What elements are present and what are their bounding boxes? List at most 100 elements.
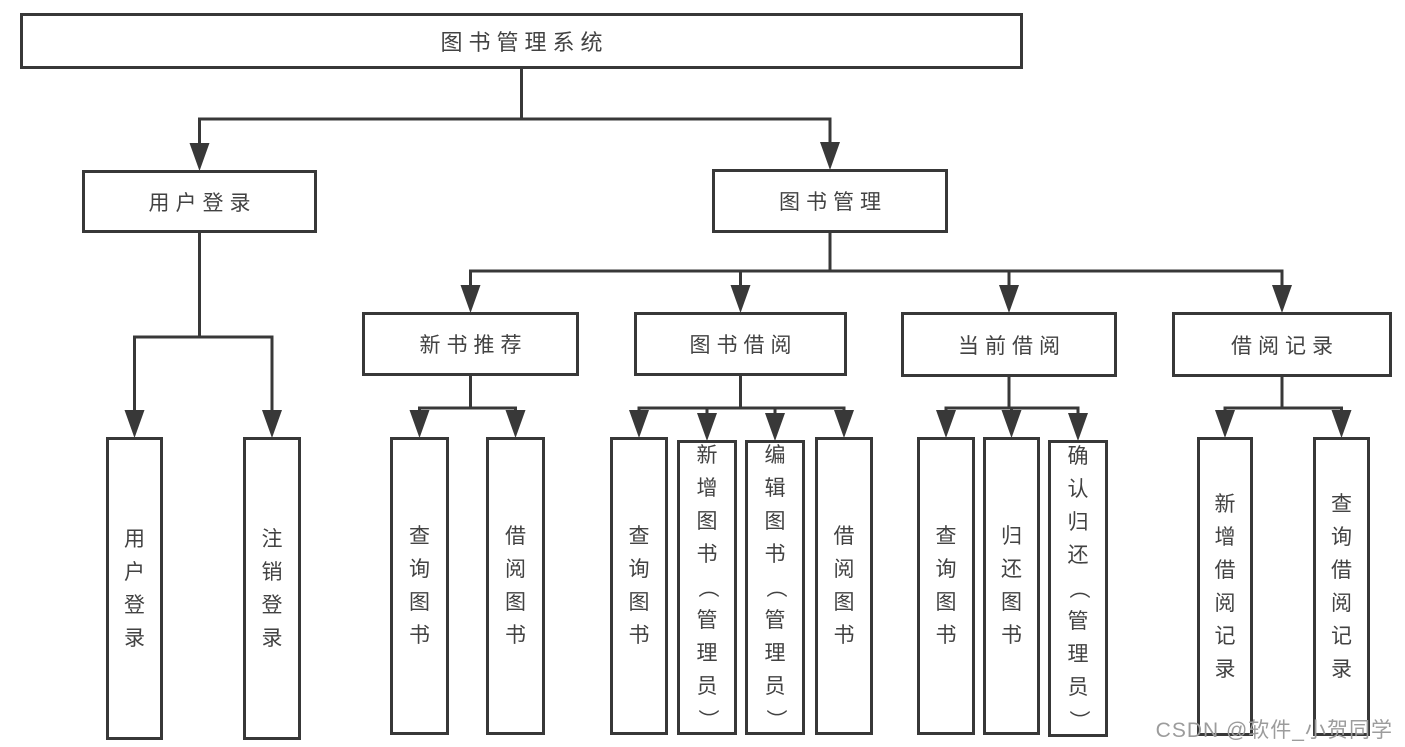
label-char: 员 (1067, 676, 1089, 699)
diagram-node-br-add: 新增借阅记录 (1197, 437, 1253, 736)
node-label: 图书管理 (779, 191, 887, 214)
node-label: 查询图书 (920, 440, 972, 732)
node-label: 借阅图书 (818, 440, 870, 732)
diagram-node-bb-edit: 编辑图书（管理员） (745, 440, 805, 735)
label-char: 图 (935, 591, 957, 614)
label-char: ） (695, 709, 719, 730)
diagram-node-cb-query: 查询图书 (917, 437, 975, 735)
label-char: 图 (696, 510, 718, 533)
label-char: 登 (261, 593, 283, 617)
label-char: 查 (935, 525, 957, 548)
label-char: ） (1066, 710, 1090, 731)
label-char: （ (763, 577, 787, 598)
node-label: 编辑图书（管理员） (748, 443, 802, 732)
label-char: 还 (1067, 544, 1089, 567)
node-label: 图书管理系统 (440, 30, 609, 55)
diagram-node-br-query: 查询借阅记录 (1313, 437, 1370, 736)
label-char: 书 (409, 624, 430, 647)
node-label: 归还图书 (986, 440, 1037, 732)
label-char: 辑 (764, 477, 786, 500)
label-char: 书 (505, 624, 526, 647)
label-char: 询 (628, 558, 650, 581)
label-char: 查 (409, 525, 430, 548)
label-char: 图 (409, 591, 430, 614)
label-char: 销 (261, 560, 283, 584)
node-label: 借阅记录 (1231, 334, 1339, 358)
label-char: 管 (764, 609, 786, 632)
diagram-node-cb-return: 归还图书 (983, 437, 1040, 735)
label-char: 记 (1214, 624, 1236, 648)
label-char: 管 (1067, 610, 1089, 633)
label-char: 查 (628, 525, 650, 548)
label-char: 书 (696, 543, 718, 566)
diagram-node-current-borrow: 当前借阅 (901, 312, 1117, 377)
node-label: 新增借阅记录 (1200, 440, 1250, 733)
label-char: 管 (696, 609, 718, 632)
label-char: 新 (1214, 492, 1236, 516)
label-char: 户 (124, 560, 145, 584)
label-char: 登 (124, 593, 145, 617)
label-char: 图 (764, 510, 786, 533)
label-char: 图 (505, 591, 526, 614)
label-char: 书 (1001, 624, 1022, 647)
node-label: 查询借阅记录 (1316, 440, 1367, 733)
node-label: 当前借阅 (958, 334, 1066, 358)
label-char: 用 (124, 527, 145, 551)
diagram-node-bb-query: 查询图书 (610, 437, 668, 735)
label-char: 借 (833, 525, 855, 548)
diagram-node-new-book-rec: 新书推荐 (362, 312, 579, 376)
node-label: 确认归还（管理员） (1051, 443, 1105, 734)
label-char: 书 (935, 624, 957, 647)
label-char: 理 (1067, 643, 1089, 666)
diagram-node-root: 图书管理系统 (20, 13, 1023, 69)
label-char: 录 (1214, 657, 1236, 681)
label-char: 员 (764, 675, 786, 698)
label-char: 书 (764, 543, 786, 566)
label-char: 确 (1067, 445, 1089, 468)
label-char: 记 (1331, 624, 1352, 648)
node-label: 新增图书 （ 管理员 ） (680, 443, 734, 732)
node-label: 借阅图书 (489, 440, 542, 732)
label-char: 询 (409, 558, 430, 581)
node-label: 图书借阅 (689, 334, 798, 357)
label-char: 查 (1331, 492, 1352, 516)
label-char: 录 (261, 626, 283, 650)
label-char: 图 (833, 591, 855, 614)
label-char: 新 (696, 444, 718, 467)
diagram-node-book-borrow: 图书借阅 (634, 312, 847, 376)
label-char: 书 (833, 624, 855, 647)
label-char: 还 (1001, 558, 1022, 581)
label-char: 增 (696, 477, 718, 500)
node-label: 查询图书 (393, 440, 446, 732)
diagram-node-bb-borrow: 借阅图书 (815, 437, 873, 735)
label-char: 询 (1331, 525, 1352, 549)
label-char: 理 (696, 642, 718, 665)
label-char: 图 (628, 591, 650, 614)
label-char: 书 (628, 624, 650, 647)
diagram-node-cb-confirm: 确认归还（管理员） (1048, 440, 1108, 737)
label-char: 员 (696, 675, 718, 698)
label-char: 录 (124, 626, 145, 650)
diagram-node-nbr-query: 查询图书 (390, 437, 449, 735)
label-char: 注 (261, 527, 283, 551)
diagram-node-bb-add: 新增图书 （ 管理员 ） (677, 440, 737, 735)
label-char: 认 (1067, 478, 1089, 501)
diagram-node-login: 用户登录 (106, 437, 163, 740)
node-label: 用户登录 (148, 191, 257, 215)
diagram-node-user-login: 用户登录 (82, 170, 317, 233)
node-label: 注销登录 (246, 440, 298, 737)
diagram-node-logout: 注销登录 (243, 437, 301, 740)
label-char: 编 (764, 444, 786, 467)
label-char: 借 (505, 525, 526, 548)
label-char: 增 (1214, 525, 1236, 549)
label-char: 借 (1214, 558, 1236, 582)
node-label: 查询图书 (613, 440, 665, 732)
label-char: 归 (1001, 525, 1022, 548)
diagram-node-borrow-records: 借阅记录 (1172, 312, 1392, 377)
label-char: （ (695, 577, 719, 598)
label-char: 阅 (833, 558, 855, 581)
diagram-node-nbr-borrow: 借阅图书 (486, 437, 545, 735)
label-char: 阅 (505, 558, 526, 581)
